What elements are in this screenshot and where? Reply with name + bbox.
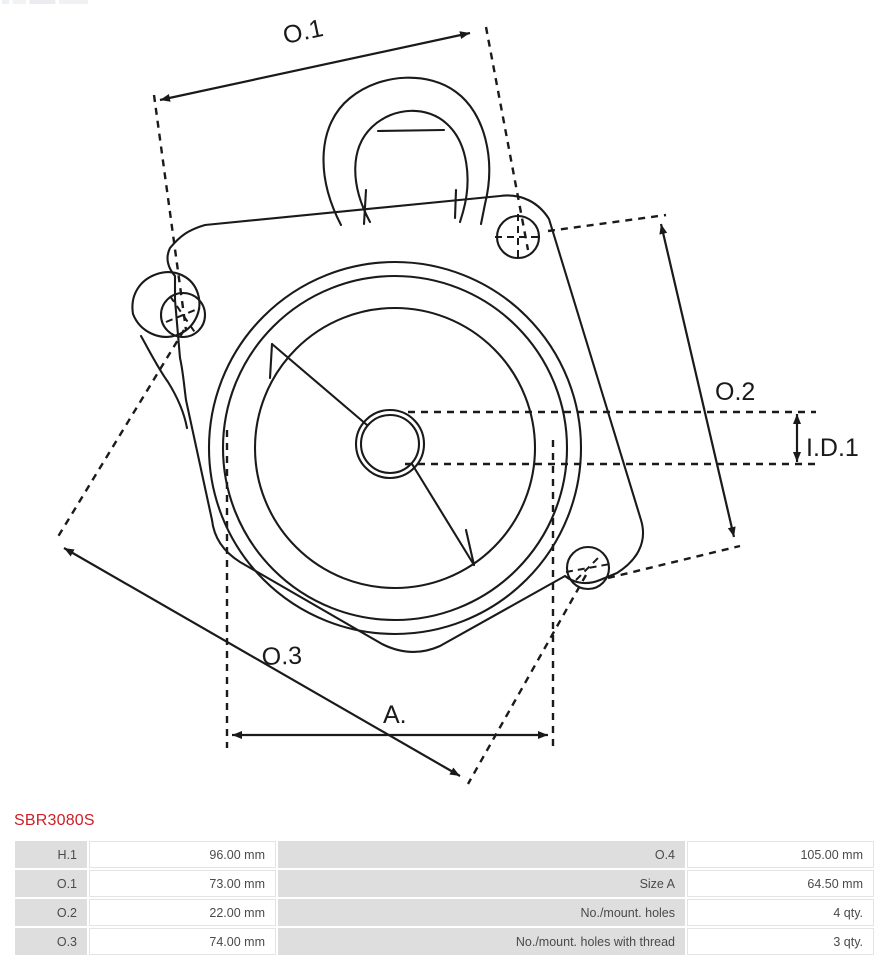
wedge-lower-right-edge <box>464 528 476 567</box>
dimension-id1 <box>405 410 816 466</box>
wedge-upper-left <box>270 342 369 427</box>
arch-inner-top-flat <box>376 128 446 133</box>
table-row: O.1 73.00 mm Size A 64.50 mm <box>15 870 874 897</box>
spec-value-right: 3 qty. <box>687 928 874 955</box>
dimension-label-o2: O.2 <box>715 378 755 406</box>
spec-label-left: O.3 <box>15 928 87 955</box>
spec-value-right: 4 qty. <box>687 899 874 926</box>
arch-foot-right <box>453 188 458 220</box>
dimension-a <box>225 430 555 748</box>
crosshair-top-right <box>495 214 541 260</box>
dimension-o2 <box>547 213 741 580</box>
part-number: SBR3080S <box>14 812 95 829</box>
spec-table-body: H.1 96.00 mm O.4 105.00 mm O.1 73.00 mm … <box>15 841 874 955</box>
wedge-upper-left-edge <box>268 342 274 380</box>
mount-hole-bottom-right <box>565 545 611 591</box>
left-waist <box>139 334 189 430</box>
o3-ext-upper <box>54 329 186 541</box>
spec-label-left: H.1 <box>15 841 87 868</box>
arch-inner <box>354 109 469 224</box>
lobe-upper-left <box>131 271 201 338</box>
hub-circle-outer <box>354 408 426 480</box>
wedge-lower-right <box>410 462 476 567</box>
spec-value-left: 22.00 mm <box>89 899 276 926</box>
spec-label-right: No./mount. holes <box>278 899 685 926</box>
mount-hole-upper-left <box>159 291 207 339</box>
o3-ext-lower <box>466 574 588 785</box>
dimension-o1 <box>152 26 530 331</box>
dimension-label-o3: O.3 <box>261 642 302 671</box>
o2-dim-line <box>659 223 736 538</box>
top-cutoff-artifact <box>2 0 88 4</box>
arch-foot-left <box>362 188 368 226</box>
spec-label-right: Size A <box>278 870 685 897</box>
o2-ext-top <box>547 213 667 233</box>
spec-value-left: 74.00 mm <box>89 928 276 955</box>
drive-circle-outer <box>207 260 583 636</box>
table-row: O.2 22.00 mm No./mount. holes 4 qty. <box>15 899 874 926</box>
flange-outline <box>166 194 645 653</box>
specification-table: H.1 96.00 mm O.4 105.00 mm O.1 73.00 mm … <box>13 839 876 957</box>
table-row: O.3 74.00 mm No./mount. holes with threa… <box>15 928 874 955</box>
crosshair-bottom-right <box>565 555 611 581</box>
spec-label-right: O.4 <box>278 841 685 868</box>
dimension-o3 <box>54 329 588 785</box>
dimension-label-a: A. <box>383 701 407 729</box>
spec-label-right: No./mount. holes with thread <box>278 928 685 955</box>
o1-dim-line <box>159 31 471 102</box>
dimension-label-o1: O.1 <box>280 14 325 50</box>
technical-drawing: O.1 O.2 I.D.1 O.3 <box>54 14 859 785</box>
spec-value-left: 96.00 mm <box>89 841 276 868</box>
o1-ext-left <box>152 94 188 331</box>
table-row: H.1 96.00 mm O.4 105.00 mm <box>15 841 874 868</box>
hub-circle-inner <box>359 413 421 475</box>
drive-circle-mid <box>221 274 569 622</box>
drive-circle-inner <box>253 306 537 590</box>
spec-value-right: 64.50 mm <box>687 870 874 897</box>
spec-value-right: 105.00 mm <box>687 841 874 868</box>
spec-label-left: O.2 <box>15 899 87 926</box>
spec-label-left: O.1 <box>15 870 87 897</box>
o2-ext-bottom <box>607 544 741 580</box>
spec-value-left: 73.00 mm <box>89 870 276 897</box>
dimension-label-id1: I.D.1 <box>806 434 859 462</box>
